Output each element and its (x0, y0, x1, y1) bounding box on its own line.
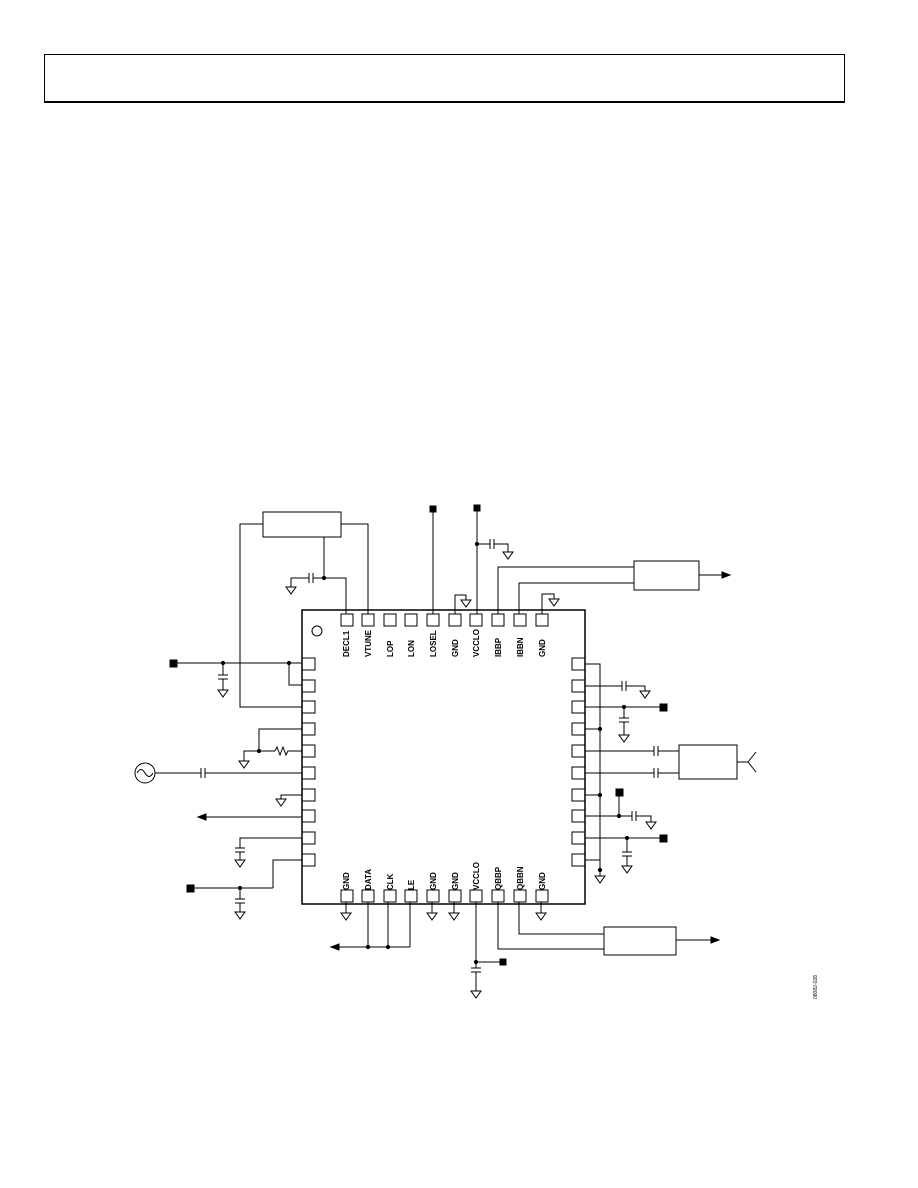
pin-label-clk: CLK (386, 873, 395, 890)
pin-label-vtune: VTUNE (364, 629, 373, 657)
pin-label-decl1: DECL1 (342, 630, 351, 657)
pin-label-lop: LOP (386, 640, 395, 657)
pin-label-lon: LON (407, 640, 416, 657)
pin-label-losel: LOSEL (429, 630, 438, 657)
pin-label-gnd-bottom-1: GND (342, 872, 351, 890)
pin-label-le: LE (407, 879, 416, 890)
top-pin-pads (340, 613, 549, 627)
pin-label-ibbn: IBBN (516, 637, 525, 657)
bottom-pin-labels: GND DATA CLK LE GND GND VCCLO QBBP QBBN … (342, 862, 547, 890)
q-channel-filter-block (603, 926, 677, 956)
pin-label-gnd-top-right: GND (538, 639, 547, 657)
top-pin-labels: DECL1 VTUNE LOP LON LOSEL GND VCCLO IBBP… (342, 629, 547, 657)
pin-label-data: DATA (364, 869, 373, 890)
rf-balun-block (678, 744, 738, 780)
pin1-indicator (311, 625, 323, 637)
pin-label-qbbp: QBBP (494, 866, 503, 890)
left-pin-pads (301, 657, 316, 867)
figure-id: 08082-028 (813, 975, 819, 999)
pin-label-gnd-bottom-4: GND (538, 872, 547, 890)
right-pin-pads (571, 657, 586, 867)
page-header-box (44, 54, 845, 103)
pin-label-ibbp: IBBP (494, 637, 503, 657)
pin-label-vcclo-bottom: VCCLO (472, 862, 481, 890)
i-channel-filter-block (633, 560, 700, 591)
bottom-pin-pads (340, 889, 549, 903)
loop-filter-block (262, 511, 342, 538)
pin-label-gnd-bottom-3: GND (451, 872, 460, 890)
pin-label-gnd-bottom-2: GND (429, 872, 438, 890)
pin-label-gnd-top: GND (451, 639, 460, 657)
pin-label-qbbn: QBBN (516, 866, 525, 890)
pin-label-vcclo-top: VCCLO (472, 629, 481, 657)
